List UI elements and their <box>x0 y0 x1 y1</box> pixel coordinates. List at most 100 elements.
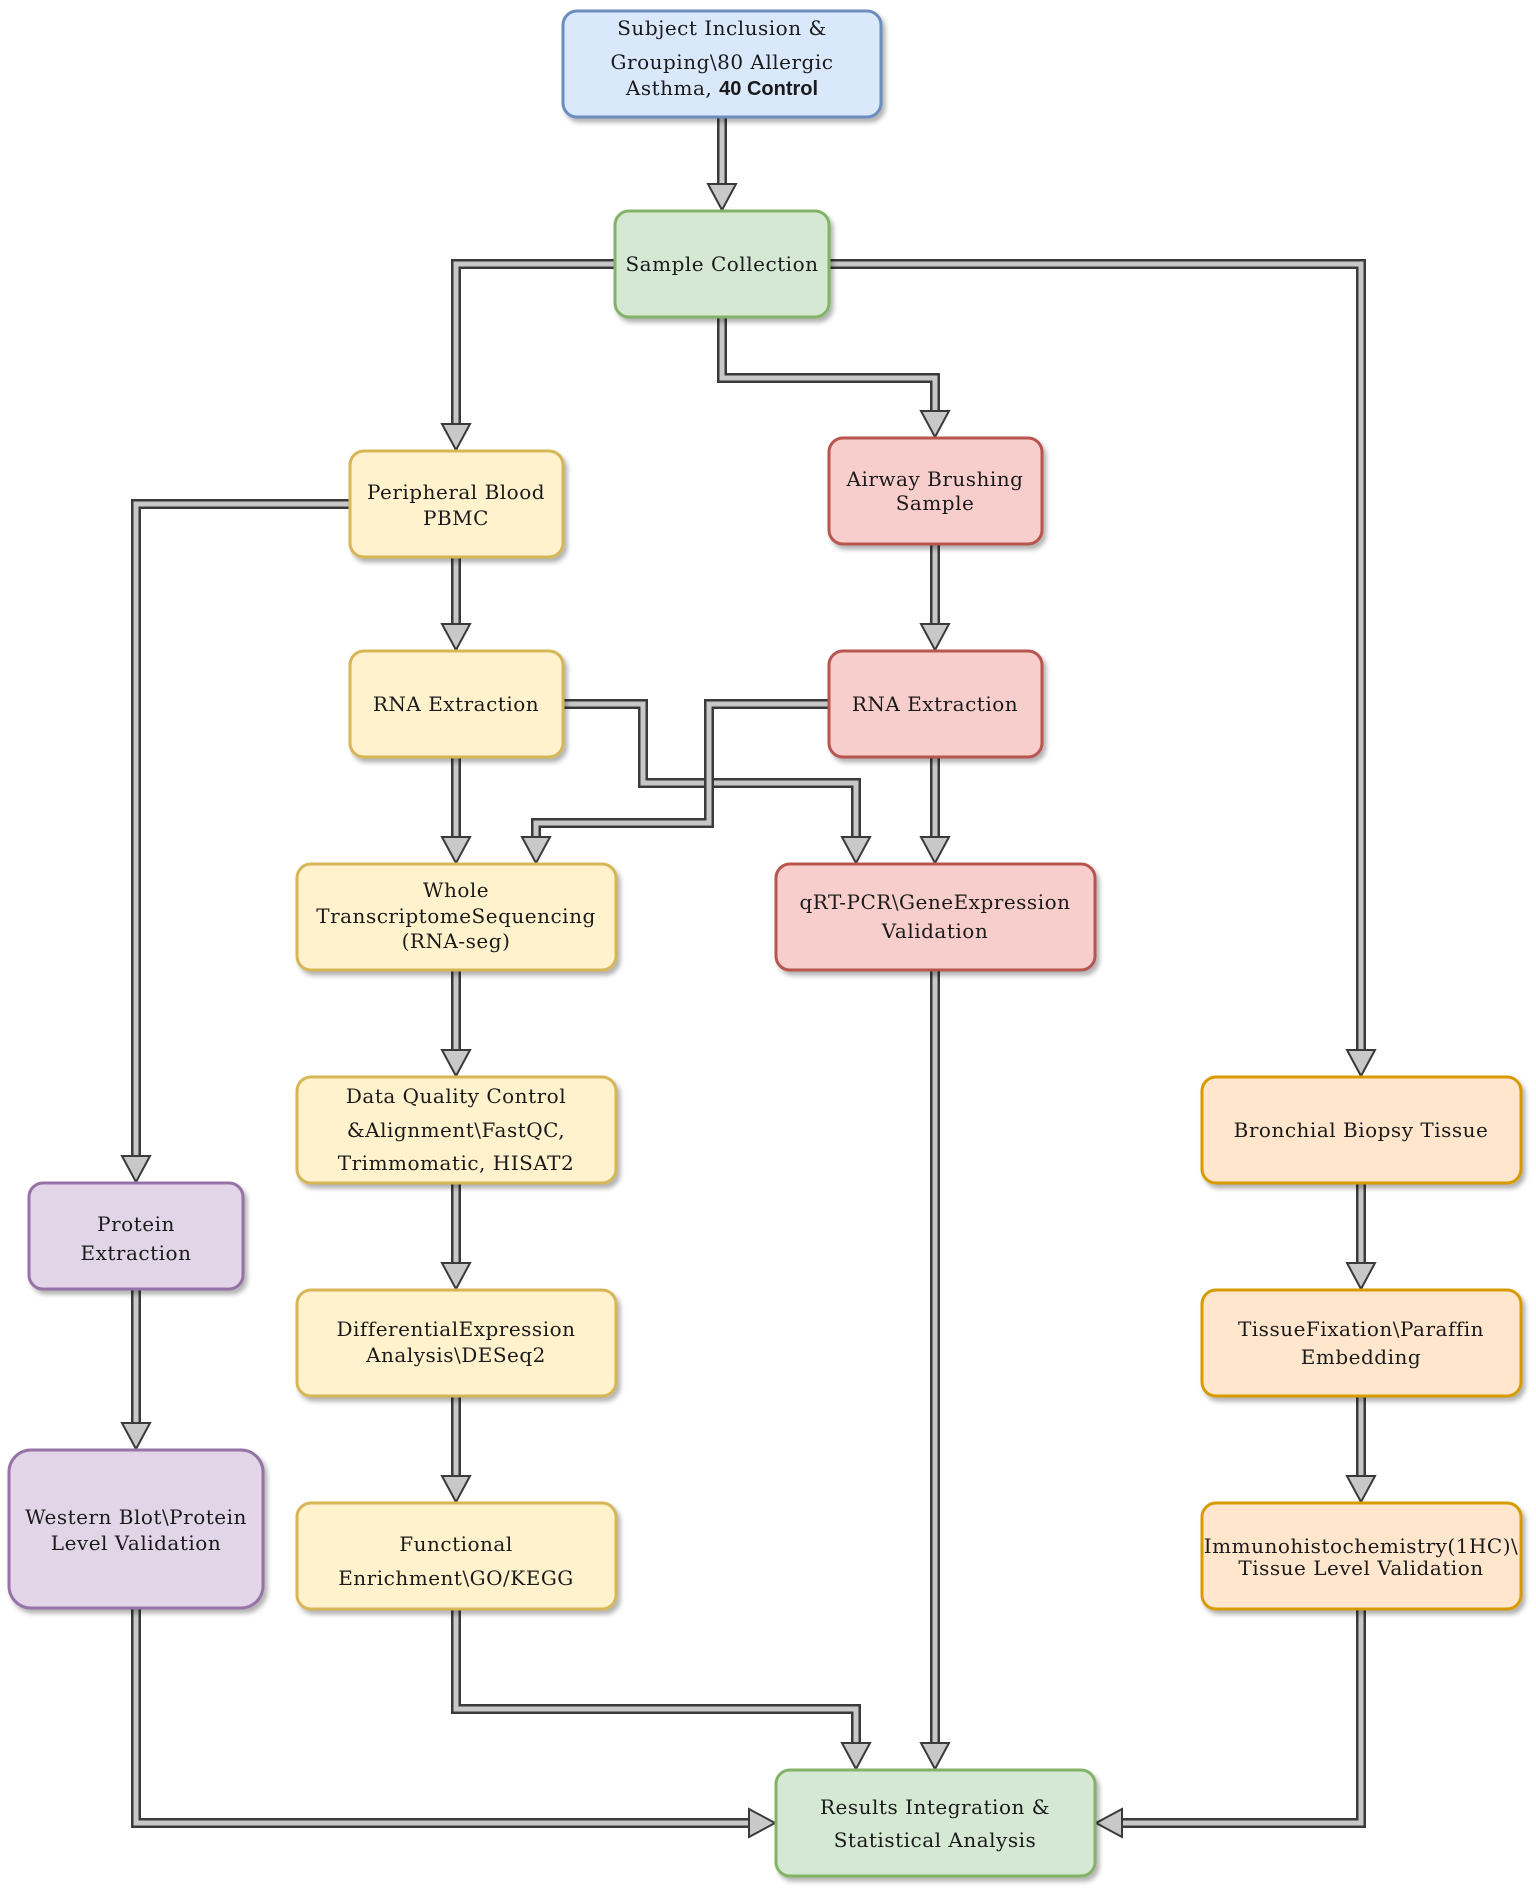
nodes: Subject Inclusion & Grouping\80 Allergic… <box>7 9 1523 1878</box>
connector-rna-blood-to-transcriptome <box>440 757 472 866</box>
connector-shaft-outline <box>451 1609 861 1743</box>
node-functional-enrichment[interactable]: Functional Enrichment\GO/KEGG <box>295 1501 618 1611</box>
node-rna-extraction-airway[interactable]: RNA Extraction <box>827 649 1044 759</box>
connector-western-to-results <box>131 1608 778 1839</box>
node-label-line: TissueFixation\Paraffin <box>1238 1317 1484 1341</box>
node-label-line: Sample <box>896 491 975 515</box>
connector-shaft-fill <box>563 701 859 837</box>
node-label-line: Trimmomatic, HISAT2 <box>338 1151 574 1175</box>
connector-sample-to-biopsy <box>829 259 1377 1079</box>
node-immunohistochemistry[interactable]: Immunohistochemistry(1HC)\ Tissue Level … <box>1200 1501 1523 1611</box>
node-label-line: Bronchial Biopsy Tissue <box>1234 1118 1489 1142</box>
arrowhead <box>440 836 472 866</box>
connector-rna-airway-to-transcriptome <box>520 699 829 866</box>
node-label-line: Functional <box>399 1532 513 1556</box>
connector-sample-to-blood <box>440 259 615 453</box>
connector-shaft-fill <box>133 1608 749 1826</box>
connector-rna-airway-to-qrtpcr <box>919 757 951 866</box>
connector-blood-to-protein <box>120 499 350 1185</box>
arrowhead <box>840 836 872 866</box>
arrowhead <box>919 623 951 653</box>
node-box <box>1200 1501 1523 1611</box>
node-label-line: Protein <box>97 1212 175 1236</box>
node-box <box>348 449 565 559</box>
node-results-integration[interactable]: Results Integration & Statistical Analys… <box>774 1768 1097 1878</box>
connector-subject-to-sample <box>706 117 738 213</box>
node-label-line: Immunohistochemistry(1HC)\ <box>1204 1534 1519 1558</box>
connector-shaft-fill <box>719 317 938 411</box>
connector-qrtpcr-to-results <box>919 970 951 1772</box>
node-label-line: Whole <box>423 878 489 902</box>
node-peripheral-blood[interactable]: Peripheral Blood PBMC <box>348 449 565 559</box>
node-label-line: Embedding <box>1301 1345 1421 1369</box>
node-label-line: Level Validation <box>51 1531 221 1555</box>
connector-blood-to-rna <box>440 557 472 653</box>
node-box <box>827 649 1044 759</box>
node-label-line: Enrichment\GO/KEGG <box>338 1566 574 1590</box>
node-label-line: Tissue Level Validation <box>1238 1556 1483 1580</box>
connector-shaft-outline <box>131 499 350 1156</box>
connector-shaft-fill <box>133 501 350 1156</box>
node-box <box>774 1768 1097 1878</box>
node-subject-inclusion[interactable]: Subject Inclusion & Grouping\80 Allergic… <box>561 9 883 119</box>
connector-shaft-fill <box>1122 1609 1364 1826</box>
node-box <box>774 862 1097 972</box>
connector-fixation-to-ihc <box>1345 1396 1377 1505</box>
node-box <box>827 436 1044 546</box>
connector-functional-to-results <box>451 1609 872 1772</box>
connector-quality-to-differential <box>440 1183 472 1292</box>
arrowhead <box>1345 1262 1377 1292</box>
arrowhead <box>520 836 552 866</box>
connector-shaft-fill <box>829 261 1364 1050</box>
node-differential-expression[interactable]: DifferentialExpression Analysis\DESeq2 <box>295 1288 618 1398</box>
arrowhead <box>919 410 951 440</box>
node-qrt-pcr[interactable]: qRT-PCR\GeneExpression Validation <box>774 862 1097 972</box>
node-tissue-fixation[interactable]: TissueFixation\Paraffin Embedding <box>1200 1288 1523 1398</box>
connector-shaft-outline <box>451 259 615 424</box>
node-airway-brushing[interactable]: Airway Brushing Sample <box>827 436 1044 546</box>
connector-shaft-outline <box>131 1608 749 1828</box>
node-sample-collection[interactable]: Sample Collection <box>613 209 831 319</box>
node-box <box>1200 1075 1523 1185</box>
node-label-line: Airway Brushing <box>846 467 1024 491</box>
node-protein-extraction[interactable]: Protein Extraction <box>27 1181 245 1291</box>
connector-ihc-to-results <box>1093 1609 1366 1839</box>
arrowhead <box>440 1475 472 1505</box>
connectors <box>120 117 1377 1839</box>
node-data-quality[interactable]: Data Quality Control &Alignment\FastQC, … <box>295 1075 618 1185</box>
node-box <box>7 1448 265 1610</box>
connector-shaft-fill <box>453 261 615 424</box>
node-box <box>295 1288 618 1398</box>
node-label-line: Western Blot\Protein <box>25 1505 247 1529</box>
node-label-line: RNA Extraction <box>852 692 1018 716</box>
node-label-line: &Alignment\FastQC, <box>347 1118 565 1142</box>
node-whole-transcriptome[interactable]: Whole TranscriptomeSequencing (RNA-seg) <box>295 862 618 972</box>
node-label-line: Statistical Analysis <box>834 1828 1037 1852</box>
arrowhead <box>120 1155 152 1185</box>
node-label-line: (RNA-seg) <box>402 929 511 953</box>
node-label-line: Data Quality Control <box>346 1084 566 1108</box>
connector-biopsy-to-fixation <box>1345 1183 1377 1292</box>
connector-shaft-outline <box>531 699 829 837</box>
connector-sample-to-airway <box>717 317 951 440</box>
node-box <box>295 1501 618 1611</box>
node-label-line: TranscriptomeSequencing <box>316 904 596 928</box>
connector-rna-blood-to-qrtpcr <box>563 699 872 866</box>
node-rna-extraction-blood[interactable]: RNA Extraction <box>348 649 565 759</box>
arrowhead <box>840 1742 872 1772</box>
arrowhead <box>1345 1049 1377 1079</box>
node-label-line: DifferentialExpression <box>336 1317 575 1341</box>
node-box <box>27 1181 245 1291</box>
connector-differential-to-functional <box>440 1396 472 1505</box>
node-label-line: RNA Extraction <box>373 692 539 716</box>
arrowhead <box>919 1742 951 1772</box>
node-box <box>1200 1288 1523 1398</box>
node-label-line: Subject Inclusion & <box>617 16 827 40</box>
connector-shaft-outline <box>717 317 940 411</box>
arrowhead <box>748 1807 778 1839</box>
arrowhead <box>706 183 738 213</box>
node-western-blot[interactable]: Western Blot\Protein Level Validation <box>7 1448 265 1610</box>
node-bronchial-biopsy[interactable]: Bronchial Biopsy Tissue <box>1200 1075 1523 1185</box>
node-label-line: Asthma, 40 Control <box>625 76 818 100</box>
